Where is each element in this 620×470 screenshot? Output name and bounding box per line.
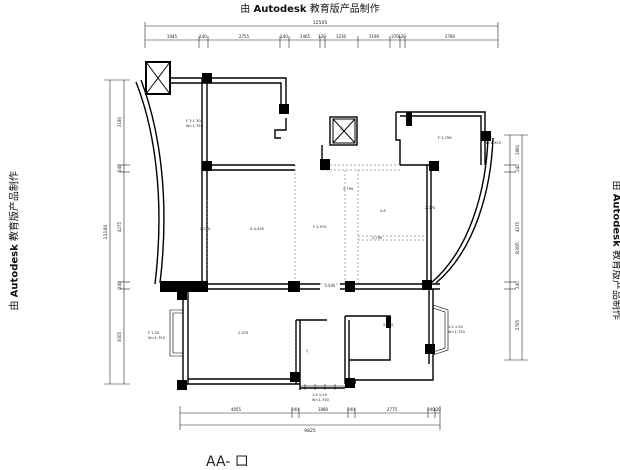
dimension-segment-label: 120 [398,34,406,39]
column [290,372,300,382]
bath-notch [275,118,286,138]
dimension-segment-label: 4055 [231,407,242,412]
room-sub-bay-se: W=1.750 [448,330,466,334]
dimension-segment-label: 3005 [117,331,122,342]
room-sub-bay-ne: W=1.920 [484,141,502,145]
room-label-study: 2.8 [380,209,386,213]
dimension-segment-label: 240 [280,34,288,39]
dimension-segment-label: 240 [515,164,520,172]
room-label-balcony-nw: F 3.1 30 [186,119,201,123]
watermark-right: 由 Autodesk 教育版产品制作 [611,181,620,311]
watermark-top: 由 Autodesk 教育版产品制作 [0,0,620,15]
shaft-x-icon [146,62,170,94]
room-label-dining: F 2.570 [313,225,327,229]
structural-columns [160,73,491,390]
dim-bottom-total: 9825 [304,428,316,434]
nw-balcony-curve [141,80,164,283]
dimension-segment-label: 2755 [239,34,250,39]
beam-label: 2.790 [372,236,383,240]
bay-windows [170,305,448,386]
watermark-left: 由 Autodesk 教育版产品制作 [6,181,21,311]
column [279,104,289,114]
dimension-segment-label: 240 [347,407,355,412]
column [425,344,435,354]
kitchen-west [396,112,400,165]
dimension-segment-label: 120 [318,34,326,39]
column [422,280,432,290]
dimension-segment-label: 1860 [515,144,520,155]
room-label-kitchen: F 2.796 [438,136,452,140]
dim-right-total: 8305 [515,242,521,254]
column [177,380,187,390]
dimension-segment-label: 240 [515,281,520,289]
sw-bay [170,310,183,356]
room-label-bay-ne: 1.92 [484,136,492,140]
room-label-bay-sw: F 1.50 [148,331,160,335]
beam-lines [207,165,427,378]
dimension-segment-label: 240 [291,407,299,412]
column [202,161,212,171]
beam-label: 2.270 [200,227,211,231]
beam-label: 2.790 [383,323,394,327]
room-sub-balcony-nw: W=1.750 [186,124,204,128]
se-wall [355,289,433,384]
beam-label: 2.270 [425,206,436,210]
door-marker: ◊ [306,348,308,353]
column [177,290,187,300]
ne-curve [431,138,488,283]
dim-top-total: 12505 [313,20,328,26]
column [320,159,330,170]
room-label-bay-se: 1.5 1.50 [448,325,464,329]
shaft-icons [146,62,355,143]
kitchen-wall-inner [400,116,481,165]
dim-left-segments: 3180 240 4275 240 3005 [117,116,122,342]
dimension-segment-label: 1230 [336,34,347,39]
bottom-caption: AA- 口 [206,454,249,466]
south-window-ticks [305,384,335,390]
dimension-segment-label: 4275 [117,221,122,232]
dimension-segment-label: 1465 [300,34,311,39]
column [345,281,355,292]
column [202,73,212,83]
room-label-living: A 4.455 [250,227,264,231]
dim-left-total: 11160 [103,225,109,240]
dimension-segment-label: 120 [433,407,441,412]
room-label-bed-sw: 2.370 [238,331,249,335]
sw-bay-inner [173,313,183,353]
column [429,161,439,171]
column [288,281,300,292]
dimension-segment-label: 3180 [117,116,122,127]
dimension-segment-label: 1190 [369,34,380,39]
se-bay [433,305,448,355]
dimension-segment-label: 1880 [318,407,329,412]
room-label-door-s: 1.5 1.50 [312,393,328,397]
room-label-bath: 卫 [339,126,343,131]
column [345,378,355,388]
dimension-segment-label: 240 [199,34,207,39]
shaft-x-icon [333,119,355,143]
nw-balcony-curve-inner [136,82,159,284]
dimension-segment-label: 4275 [515,221,520,232]
corridor-label: 2.400 [325,284,336,288]
beam-label: 2.790 [343,187,354,191]
dimension-segment-label: 1945 [167,34,178,39]
north-wall-inner [171,83,281,108]
dimension-segment-label: 2705 [515,319,520,330]
room-sub-bay-sw: W=1.750 [148,336,166,340]
dimension-segment-label: 240 [117,164,122,172]
dimension-segment-label: 2780 [445,34,456,39]
dimension-segment-label: 2775 [387,407,398,412]
room-sub-door-s: W=1.750 [312,398,330,402]
dimension-segment-label: 240 [117,281,122,289]
column [406,112,412,126]
dim-right-segments: 1860 240 4275 240 2705 [515,144,520,330]
